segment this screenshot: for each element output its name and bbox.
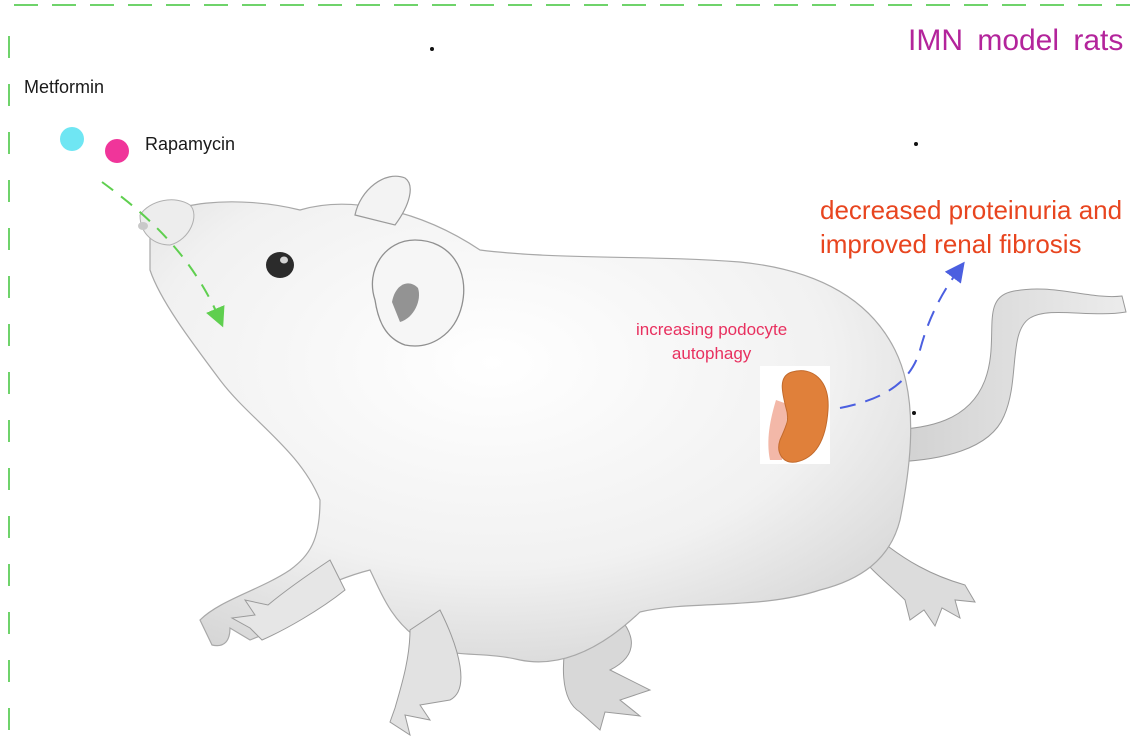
stray-dot-top	[430, 47, 434, 51]
outcome-line-1: decreased proteinuria and	[820, 193, 1122, 227]
kidney-icon	[760, 366, 830, 464]
rat-eye	[266, 252, 294, 278]
rapamycin-label: Rapamycin	[145, 134, 235, 155]
metformin-label: Metformin	[24, 77, 104, 98]
stray-dot-tail	[912, 411, 916, 415]
metformin-dot	[60, 127, 84, 151]
stray-dot-body	[914, 142, 918, 146]
mechanism-text: increasing podocyte autophagy	[636, 318, 787, 366]
rapamycin-dot	[105, 139, 129, 163]
outcome-line-2: improved renal fibrosis	[820, 227, 1122, 261]
mechanism-line-1: increasing podocyte	[636, 318, 787, 342]
mechanism-line-2: autophagy	[636, 342, 787, 366]
rat-tail	[880, 289, 1126, 462]
outcome-text: decreased proteinuria and improved renal…	[820, 193, 1122, 261]
model-label: IMN model rats	[908, 24, 1123, 58]
